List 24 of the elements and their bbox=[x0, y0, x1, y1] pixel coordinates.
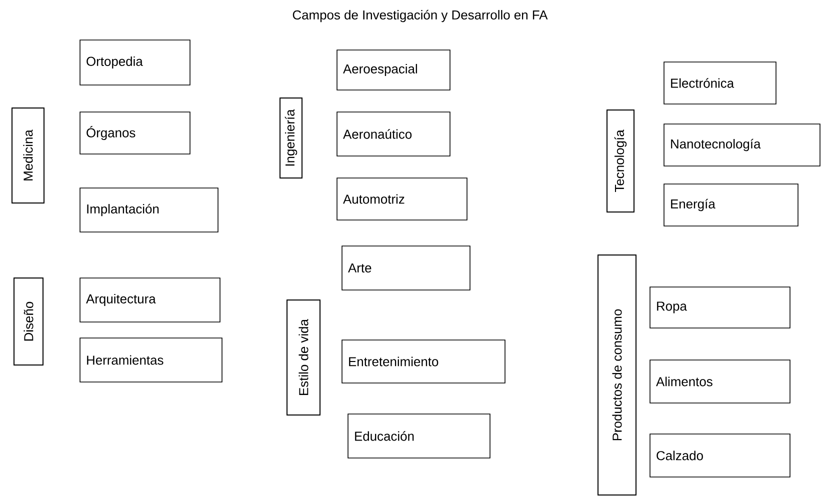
field-box: Ortopedia bbox=[80, 40, 190, 86]
category-box: Tecnología bbox=[606, 110, 634, 212]
field-box: Órganos bbox=[80, 112, 190, 154]
category-box: Medicina bbox=[12, 108, 44, 204]
field-box: Aeroespacial bbox=[336, 50, 450, 90]
field-box: Nanotecnología bbox=[664, 124, 820, 166]
field-box: Electrónica bbox=[664, 62, 776, 104]
field-box: Arquitectura bbox=[80, 278, 220, 322]
category-box: Estilo de vida bbox=[286, 300, 320, 416]
field-box: Energía bbox=[664, 184, 798, 226]
field-box: Entretenimiento bbox=[342, 340, 506, 384]
field-box: Automotriz bbox=[336, 178, 468, 220]
field-box: Alimentos bbox=[650, 360, 790, 404]
field-box: Educación bbox=[348, 414, 490, 458]
field-box: Ropa bbox=[650, 286, 790, 328]
title: Campos de Investigación y Desarrollo en FA bbox=[292, 10, 548, 22]
field-box: Arte bbox=[342, 246, 470, 290]
field-box: Herramientas bbox=[80, 338, 222, 382]
category-box: Productos de consumo bbox=[598, 254, 636, 496]
category-box: Ingeniería bbox=[280, 98, 302, 178]
category-box: Diseño bbox=[14, 278, 44, 366]
field-box: Aeronaútico bbox=[336, 112, 450, 156]
field-box: Calzado bbox=[650, 434, 790, 478]
field-box: Implantación bbox=[80, 188, 218, 232]
